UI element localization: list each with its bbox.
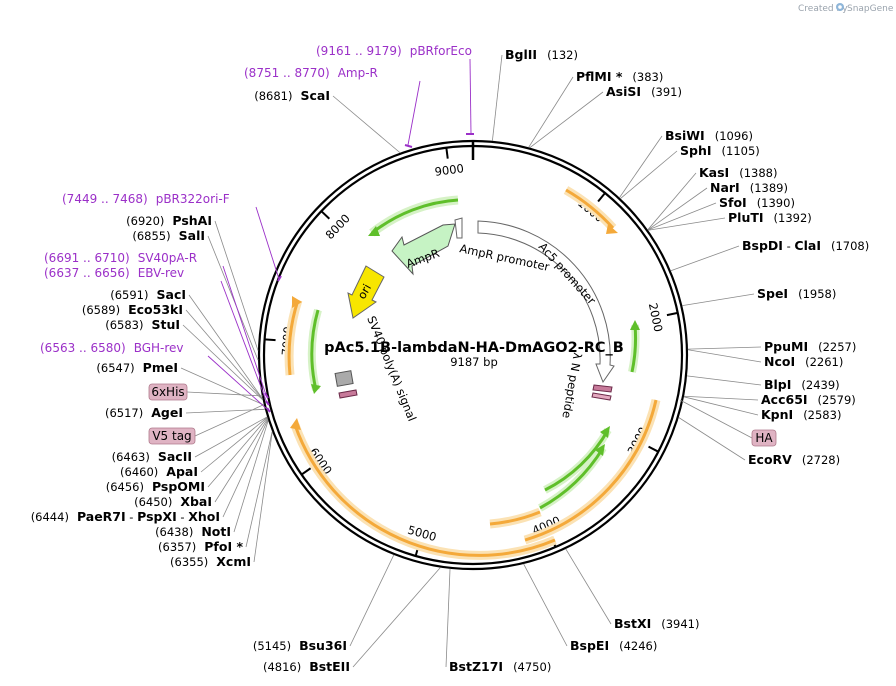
ampr-promoter-block [454,217,463,239]
sv40-block [334,370,354,387]
tag-box-0 [148,383,188,401]
primer-5: (6563 .. 6580)BGH-rev [40,341,184,355]
primer-3: (6691 .. 6710)SV40pA-R [44,251,197,265]
site-4: SphI(1105) [680,143,760,158]
site-21: (5145)Bsu36I [253,638,347,653]
site-10: SpeI(1958) [757,286,836,301]
tag-labels: 6xHis V5 tag HA [148,383,777,447]
tag-label-0: 6xHis [151,385,184,399]
site-26: (6450)XbaI [134,494,212,509]
tag-block-left [338,389,358,399]
plasmid-name: pAc5.1B-lambdaN-HA-DmAGO2-RC_B [324,340,624,356]
sv40-label: SV40 poly(A) signal [364,314,419,423]
tick-label-2000: 2000 [646,302,666,334]
ac5-promoter-arrow [477,220,615,384]
snapgene-logo-icon [836,3,844,11]
orf-arrow-1 [606,224,618,234]
site-19: BstZ17I(4750) [449,659,551,674]
site-37: (8681)ScaI [254,88,330,103]
site-35: (6855)SalI [132,228,205,243]
tick-7000 [264,338,276,342]
ac5-promoter-label: Ac5 promoter [536,240,599,308]
ampr-arrow [391,223,456,276]
site-31: (6547)PmeI [96,360,178,375]
site-23: (6357)PfoI * [158,539,243,554]
tag-box-2 [751,429,777,447]
site-18: BspEI(4246) [570,638,657,653]
site-25: (6444)PaeR7I - PspXI - XhoI [31,509,220,524]
tick-3000 [648,445,659,453]
site-32: (6583)StuI [105,317,180,332]
orf-arc-4 [293,424,556,557]
tag-label-1: V5 tag [152,429,191,443]
tick-8000 [320,210,331,220]
site-8: PluTI(1392) [728,210,812,225]
primer-labels: (9161 .. 9179)pBRforEco (8751 .. 8770)Amp… [40,44,472,411]
site-33: (6589)Eco53kI [82,302,183,317]
tick-9000 [445,147,449,159]
green-features [307,195,640,512]
site-30: (6517)AgeI [105,405,183,420]
plasmid-size: 9187 bp [450,355,498,369]
site-2: AsiSI(391) [606,84,682,99]
site-5: KasI(1388) [699,165,777,180]
site-14: Acc65I(2579) [761,392,856,407]
tag-label-2: HA [755,431,773,445]
lambda-n-label: λ N peptide [560,351,585,419]
ori-label: ori [354,282,374,302]
primer-4: (6637 .. 6656)EBV-rev [44,266,184,280]
site-17: BstXI(3941) [614,616,699,631]
tag-block-right-1 [592,384,613,393]
site-28: (6460)ApaI [120,464,198,479]
snapgene-brand: SnapGene [847,4,894,14]
tag-block-right-2 [591,392,612,401]
site-15: KpnI(2583) [761,407,841,422]
orf-arrow-5 [292,296,302,308]
site-36: (6920)PshAI [126,213,212,228]
orf-arc-2 [524,399,658,542]
site-29: (6463)SacII [112,449,192,464]
tag-box-1 [148,427,196,445]
orf-arrow-4 [290,418,301,430]
tick-label-9000: 9000 [434,161,465,179]
ori-arrow [347,265,385,319]
site-13: BlpI(2439) [764,377,840,392]
orf-arcs [284,186,661,560]
site-3: BsiWI(1096) [665,128,753,143]
site-34: (6591)SacI [110,287,186,302]
tick-1000 [597,192,606,203]
site-24: (6438)NotI [155,524,231,539]
primer-2: (7449 .. 7468)pBR322ori-F [62,192,230,206]
restriction-site-labels: BglII(132) PflMI *(383)AsiSI(391) BsiWI(10… [31,47,870,674]
tick-2000 [666,311,678,317]
created-by-label: Created by [798,4,848,14]
site-6: NarI(1389) [710,180,788,195]
site-11: PpuMI(2257) [764,339,856,354]
site-1: PflMI *(383) [576,69,663,84]
label-leader-lines [180,54,762,668]
site-7: SfoI(1390) [719,195,795,210]
primer-1: (8751 .. 8770)Amp-R [244,66,378,80]
primer-0: (9161 .. 9179)pBRforEco [316,44,472,58]
tick-6000 [300,467,312,476]
site-27: (6456)PspOMI [106,479,205,494]
site-16: EcoRV(2728) [748,452,840,467]
site-0: BglII(132) [505,47,578,62]
site-9: BspDI - ClaI(1708) [742,238,869,253]
site-22: (6355)XcmI [170,554,251,569]
orf-arc-1 [565,188,615,230]
site-20: (4816)BstEII [263,659,350,674]
site-12: NcoI(2261) [764,354,843,369]
orf-arc-3 [489,510,541,526]
